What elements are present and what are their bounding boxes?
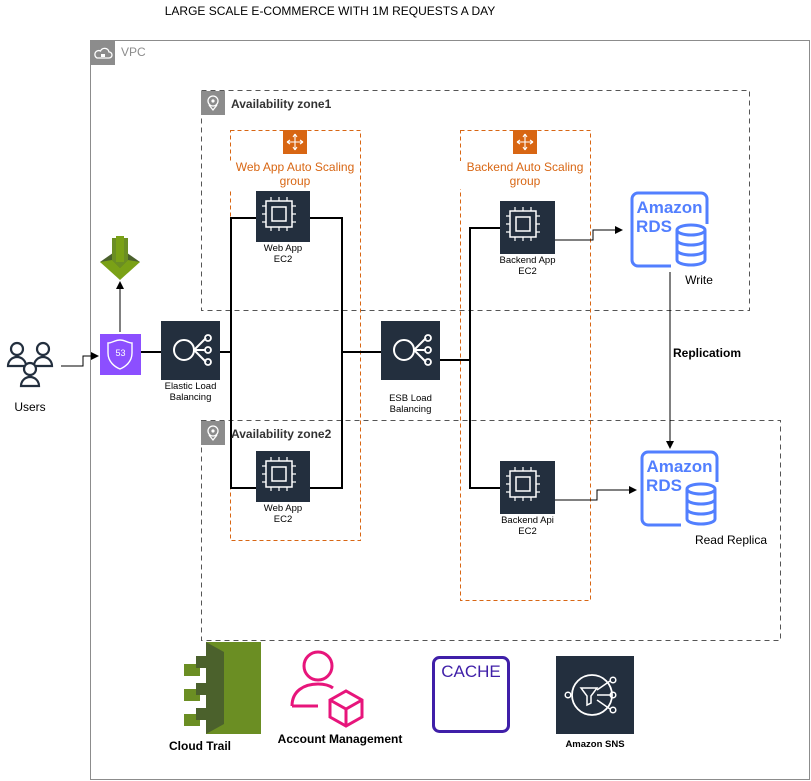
availability-zone-1 (201, 90, 750, 311)
web-app-group-label: Web App Auto Scaling group (230, 160, 360, 189)
auto-scaling-icon (513, 130, 537, 154)
rds-read-logo-line2: RDS (646, 476, 682, 495)
cloudtrail-icon (184, 642, 261, 734)
vpc-boundary (90, 40, 810, 780)
route53-icon (100, 334, 141, 375)
cloudtrail-label: Cloud Trail (168, 739, 231, 753)
route53-label: 53 (115, 348, 126, 358)
availability-zone-1-label: Availability zone1 (231, 97, 332, 111)
account-management-icon (290, 650, 364, 728)
account-management-label: Account Management (277, 732, 403, 746)
ec2-instance-icon (500, 461, 555, 514)
storage-icon (100, 236, 140, 280)
ec2-instance-icon (256, 191, 310, 242)
backend-app-ec2-label: Backend App EC2 (499, 255, 556, 277)
connection-lines (141, 217, 500, 489)
location-pin-icon (201, 91, 225, 115)
web-app-ec2-label-2: Web App EC2 (255, 503, 311, 526)
cache-icon (432, 656, 510, 733)
ec2-instance-icon (256, 451, 310, 502)
cloud-lock-icon (91, 41, 115, 65)
rds-read-replica-icon (640, 450, 721, 527)
availability-zone-2 (201, 420, 781, 641)
rds-write-label: Write (685, 273, 713, 287)
auto-scaling-icon (283, 130, 307, 154)
backend-api-ec2-label: Backend Api EC2 (501, 515, 560, 537)
amazon-sns-label: Amazon SNS (565, 739, 625, 750)
cache-label: CACHE (441, 662, 501, 681)
backend-group-label: Backend Auto Scaling group (460, 160, 590, 189)
replication-label: Replicatiom (673, 346, 742, 361)
web-app-ec2-label-1: Web App EC2 (255, 243, 311, 266)
users-label: Users (14, 400, 46, 414)
rds-write-logo-line1: Amazon (636, 198, 703, 217)
amazon-sns-icon (556, 656, 634, 734)
availability-zone-2-label: Availability zone2 (231, 427, 332, 441)
diagram-title: LARGE SCALE E-COMMERCE WITH 1M REQUESTS … (164, 4, 496, 18)
elastic-load-balancing-label: Elastic Load Balancing (164, 381, 217, 403)
rds-write-icon (630, 191, 711, 268)
vpc-label: VPC (121, 45, 146, 59)
users-icon (6, 341, 54, 388)
elastic-load-balancer-icon (161, 321, 220, 380)
location-pin-icon (201, 421, 225, 445)
rds-read-replica-label: Read Replica (694, 533, 768, 547)
ec2-instance-icon (500, 201, 555, 254)
arrow-lines (61, 226, 674, 501)
rds-write-logo-line2: RDS (636, 217, 672, 236)
esb-load-balancing-label: ESB Load Balancing (389, 393, 432, 415)
esb-load-balancer-icon (381, 321, 440, 380)
rds-read-logo-line1: Amazon (646, 457, 713, 476)
